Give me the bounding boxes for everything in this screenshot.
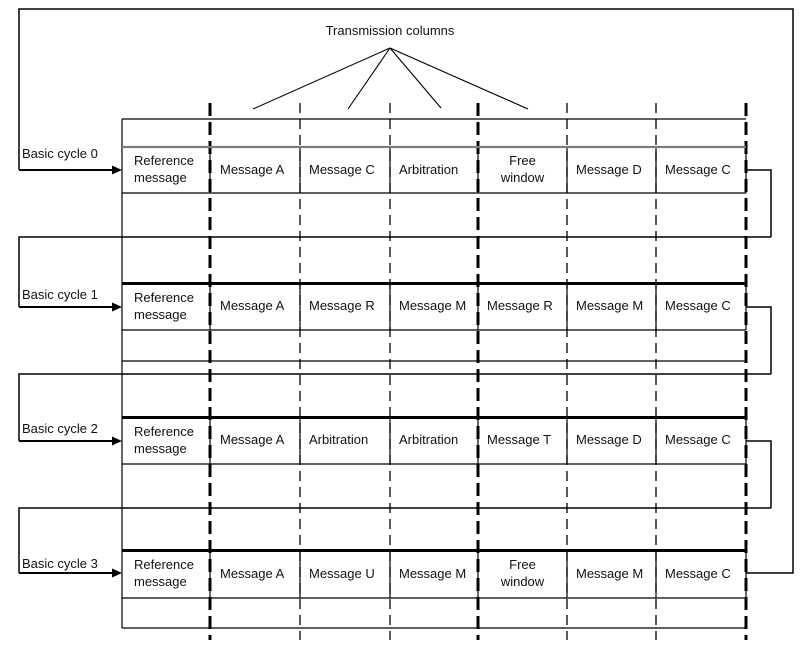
cell-cycle2-reference-message: Reference message	[134, 423, 194, 456]
cell-cycle1-col1: Message A	[220, 298, 285, 314]
cell-cycle3-col6: Message C	[665, 565, 731, 581]
arrow-right-icon	[19, 568, 122, 578]
cell-cycle0-col1: Message A	[220, 161, 285, 177]
cell-cycle0-col6: Message C	[665, 161, 731, 177]
cell-cycle0-reference-message: Reference message	[134, 153, 194, 185]
cycle-label-1: Basic cycle 1	[22, 287, 98, 302]
cell-cycle1-col2: Message R	[309, 298, 375, 314]
arrow-right-icon	[19, 436, 122, 446]
cell-cycle3-col1: Message A	[220, 565, 285, 581]
cell-cycle2-col4: Message T	[487, 432, 552, 448]
cell-cycle1-col5: Message M	[576, 298, 644, 314]
cell-cycle2-col6: Message C	[665, 432, 731, 448]
cycle-label-0: Basic cycle 0	[22, 146, 98, 161]
cell-cycle0-col3: Arbitration	[399, 161, 459, 177]
sequence-connectors	[18, 8, 794, 574]
cell-cycle1-col3: Message M	[399, 298, 467, 314]
cycle-label-2: Basic cycle 2	[22, 421, 98, 436]
cell-cycle3-col5: Message M	[576, 565, 644, 581]
cell-cycle3-col4: Free window	[500, 557, 545, 589]
arrow-right-icon	[19, 302, 122, 312]
transmission-columns-title: Transmission columns	[325, 23, 455, 38]
cell-cycle2-col5: Message D	[576, 432, 642, 448]
title-pointer-fan-lines	[252, 47, 529, 110]
cell-cycle2-col3: Arbitration	[399, 432, 459, 448]
cell-cycle2-col2: Arbitration	[309, 432, 369, 448]
cell-cycle1-col6: Message C	[665, 298, 731, 314]
cell-cycle3-col3: Message M	[399, 565, 467, 581]
arrow-right-icon	[19, 165, 122, 175]
cycle-entry-arrows	[19, 165, 122, 578]
cell-cycle3-col2: Message U	[309, 565, 375, 581]
cell-cycle1-reference-message: Reference message	[134, 289, 194, 322]
cell-cycle0-col4: Free window	[500, 153, 545, 185]
cell-cycle0-col2: Message C	[309, 161, 375, 177]
cell-cycle1-col4: Message R	[487, 298, 553, 314]
cell-cycle0-col5: Message D	[576, 161, 642, 177]
main-row-top-borders	[122, 145, 746, 552]
cell-cycle2-col1: Message A	[220, 432, 285, 448]
cell-cycle3-reference-message: Reference message	[134, 557, 194, 589]
cycle-label-3: Basic cycle 3	[22, 556, 98, 571]
